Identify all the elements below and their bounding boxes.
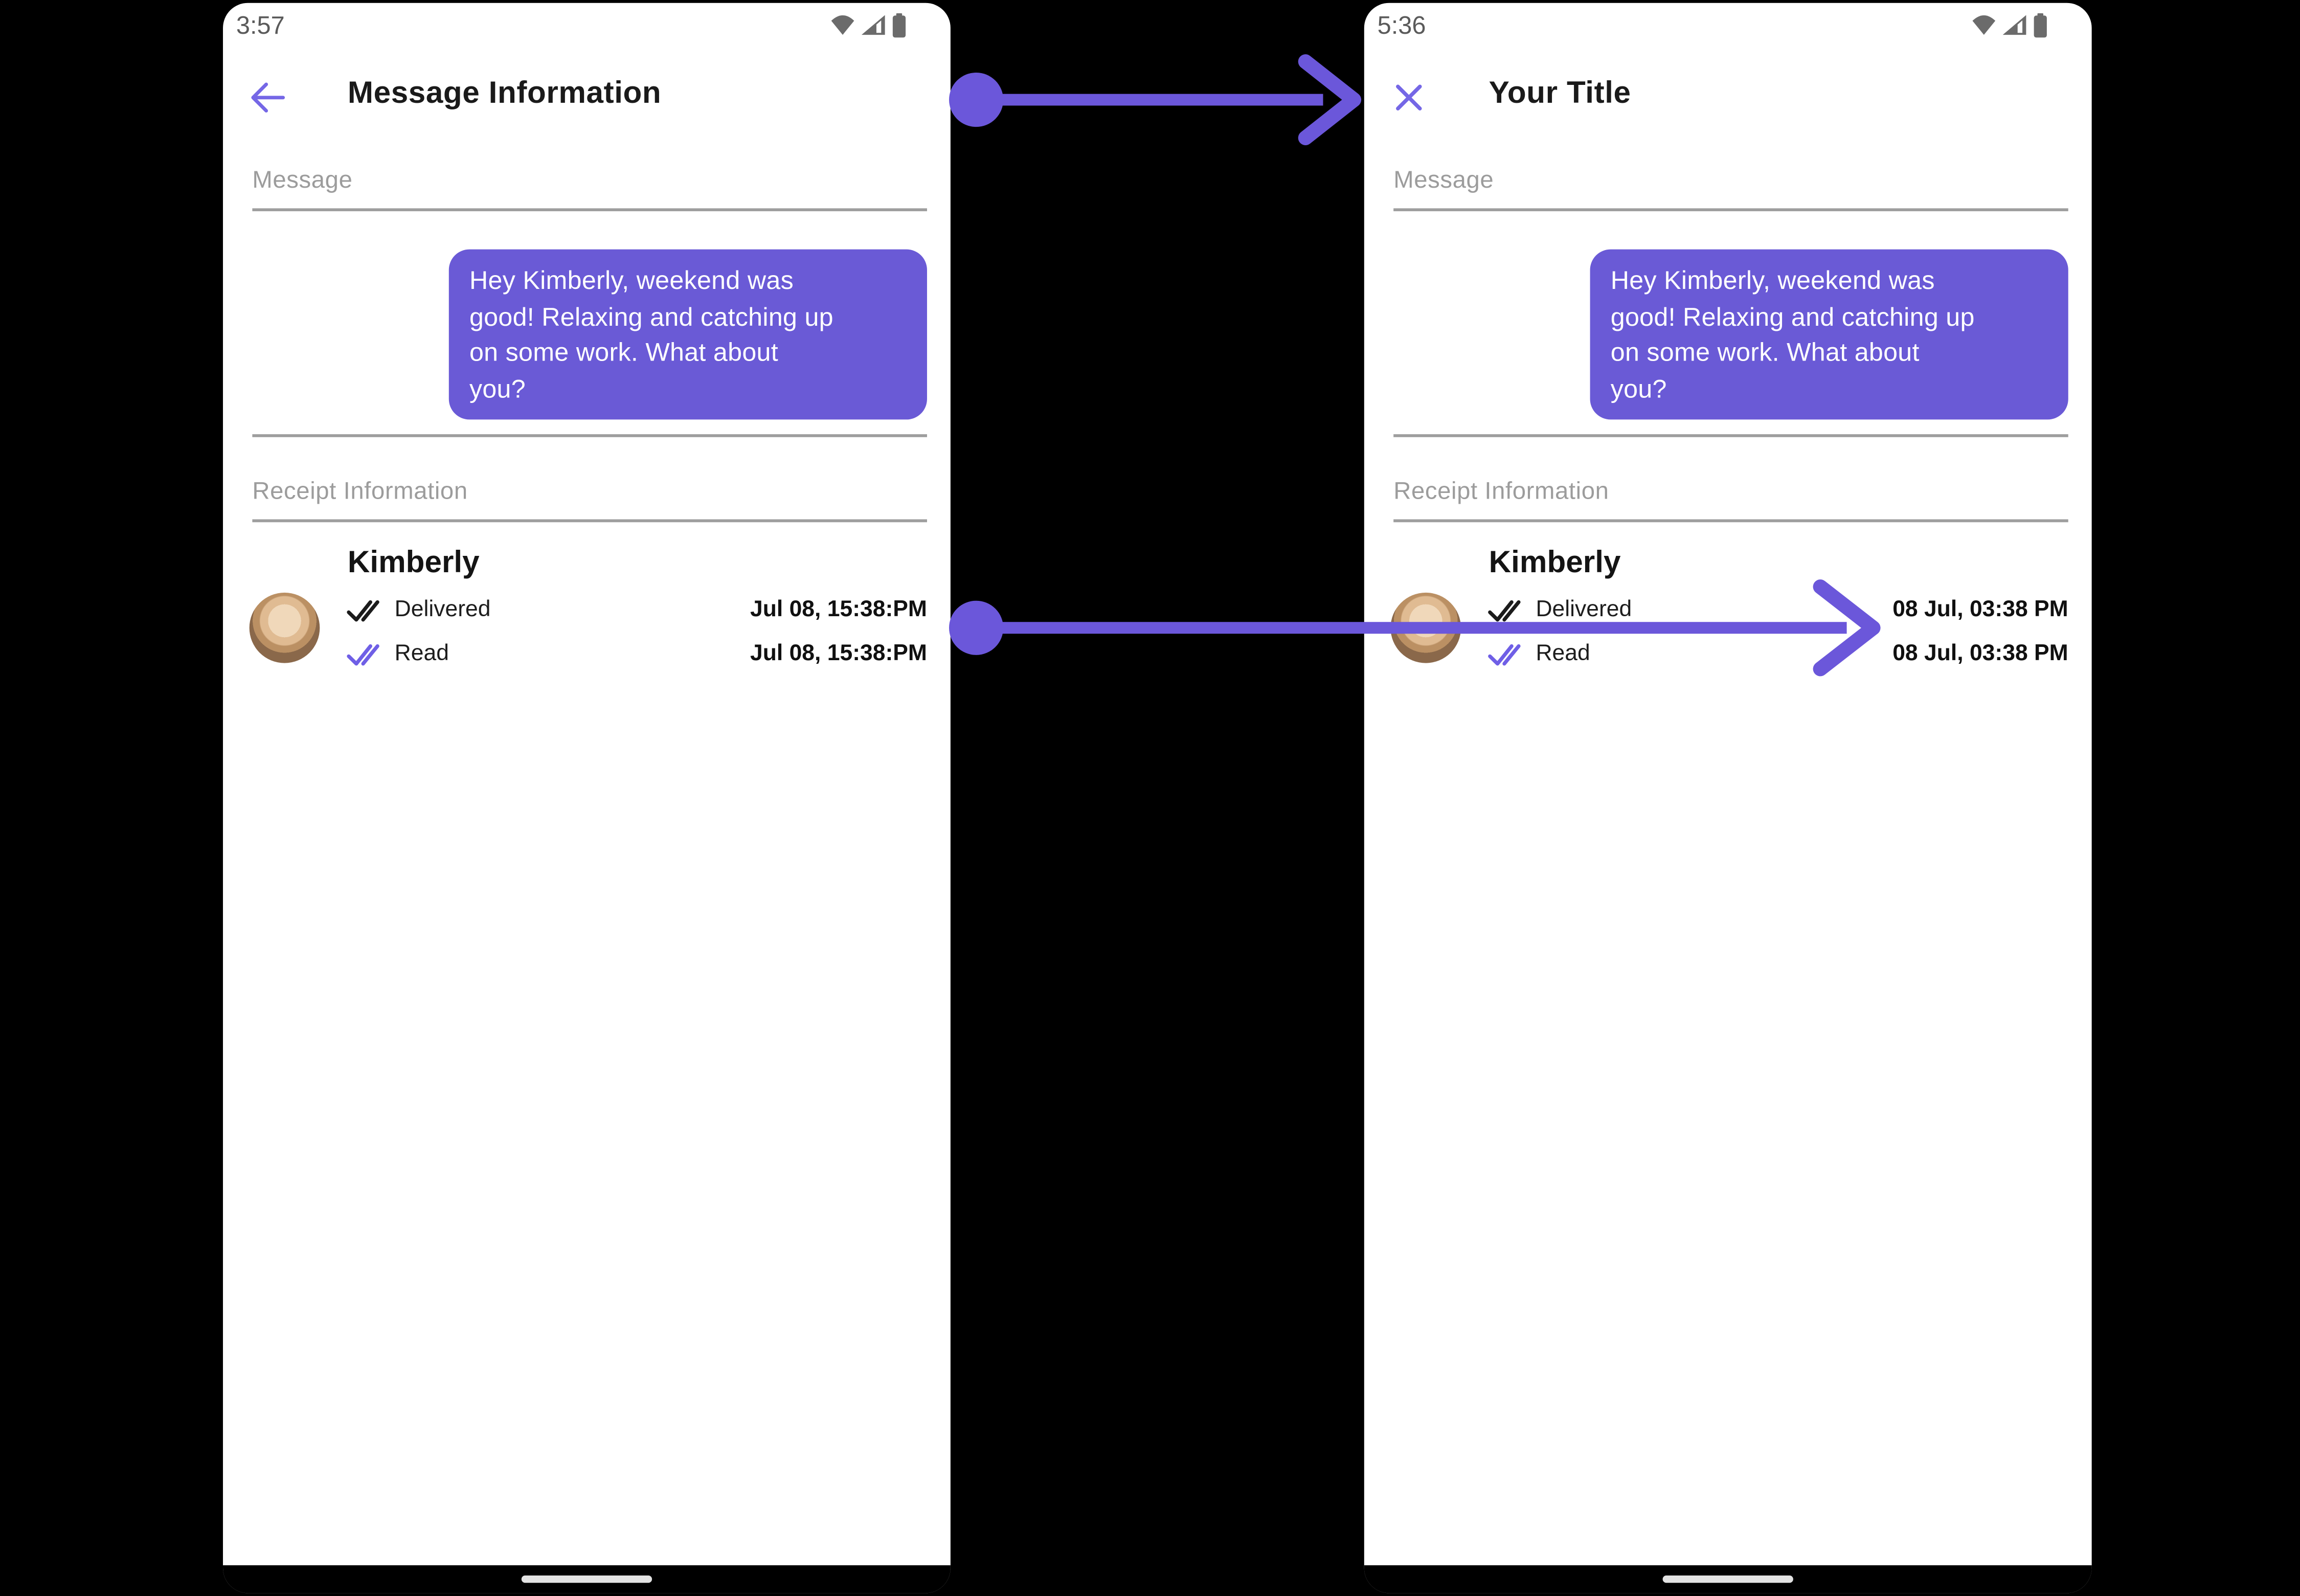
back-button[interactable]: [248, 78, 287, 117]
receipt-status-label: Delivered: [394, 597, 491, 622]
battery-icon: [892, 13, 907, 38]
cellular-signal-icon: [2002, 13, 2027, 37]
receipt-status-label: Delivered: [1536, 597, 1632, 622]
contact-name: Kimberly: [347, 546, 480, 580]
wifi-icon: [1971, 13, 1996, 37]
divider: [252, 208, 927, 212]
page-title: Your Title: [1489, 76, 1631, 110]
receipt-row-delivered: Delivered 08 Jul, 03:38 PM: [1487, 593, 2068, 628]
receipt-section-label: Receipt Information: [1393, 478, 1609, 505]
divider: [252, 434, 927, 437]
divider: [1393, 208, 2068, 212]
avatar: [249, 592, 320, 663]
receipt-status-label: Read: [394, 641, 449, 666]
receipt-row-read: Read 08 Jul, 03:38 PM: [1487, 637, 2068, 672]
status-icons: [1971, 13, 2047, 38]
receipt-status-label: Read: [1536, 641, 1590, 666]
cellular-signal-icon: [861, 13, 886, 37]
receipt-timestamp: Jul 08, 15:38:PM: [750, 597, 927, 622]
annotation-arrow-timestamps: [949, 576, 1900, 679]
delivered-double-check-icon: [1487, 596, 1524, 624]
message-section-label: Message: [1393, 167, 1494, 194]
read-double-check-icon: [1487, 640, 1524, 668]
divider: [252, 519, 927, 523]
read-double-check-icon: [346, 640, 383, 668]
message-bubble: Hey Kimberly, weekend was good! Relaxing…: [448, 249, 927, 420]
battery-icon: [2033, 13, 2048, 38]
status-icons: [830, 13, 907, 38]
system-nav-bar: [223, 1565, 951, 1593]
phone-screen-customized: 5:36 Your Title Message Hey Kimberly, we…: [1364, 3, 2092, 1593]
status-time: 5:36: [1377, 11, 1426, 40]
receipt-section-label: Receipt Information: [252, 478, 468, 505]
receipt-timestamp: 08 Jul, 03:38 PM: [1892, 597, 2068, 622]
receipt-row-delivered: Delivered Jul 08, 15:38:PM: [346, 593, 927, 628]
divider: [1393, 519, 2068, 523]
wifi-icon: [830, 13, 855, 37]
annotation-arrow-title: [949, 49, 1367, 151]
receipt-timestamp: 08 Jul, 03:38 PM: [1892, 641, 2068, 666]
close-icon: [1389, 78, 1429, 117]
receipt-row-read: Read Jul 08, 15:38:PM: [346, 637, 927, 672]
status-time: 3:57: [236, 11, 285, 40]
close-button[interactable]: [1389, 78, 1429, 117]
back-arrow-icon: [248, 78, 287, 117]
system-nav-bar: [1364, 1565, 2092, 1593]
message-section-label: Message: [252, 167, 353, 194]
divider: [1393, 434, 2068, 437]
contact-name: Kimberly: [1489, 546, 1621, 580]
home-indicator[interactable]: [521, 1575, 652, 1583]
page-title: Message Information: [347, 76, 662, 110]
home-indicator[interactable]: [1662, 1575, 1793, 1583]
delivered-double-check-icon: [346, 596, 383, 624]
message-bubble: Hey Kimberly, weekend was good! Relaxing…: [1590, 249, 2068, 420]
receipt-timestamp: Jul 08, 15:38:PM: [750, 641, 927, 666]
phone-screen-original: 3:57 Message Information Message Hey Kim…: [223, 3, 951, 1593]
